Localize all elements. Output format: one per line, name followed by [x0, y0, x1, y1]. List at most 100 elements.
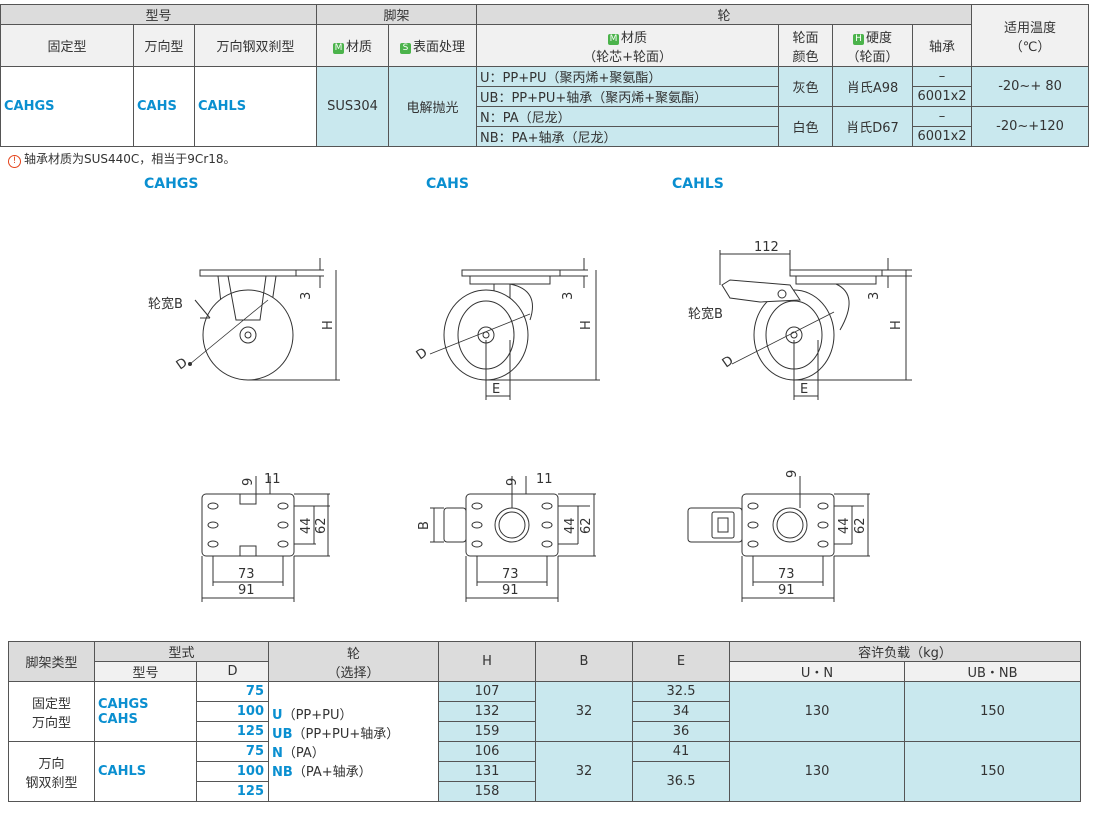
wheel-header: 轮 [476, 4, 973, 25]
label-3-c: 3 [867, 292, 882, 300]
material-badge-icon: M [333, 43, 344, 54]
h-106: 106 [438, 741, 537, 762]
frame-surface-value: 电解抛光 [388, 66, 478, 147]
bearing-n: – [912, 106, 973, 127]
bearing-note: !轴承材质为SUS440C，相当于9Cr18。 [8, 150, 236, 168]
label-44-b: 44 [563, 517, 578, 534]
caption-cahls: CAHLS [672, 176, 724, 192]
model-cahgs: CAHGS [0, 66, 134, 147]
frame-material-value: SUS304 [316, 66, 390, 147]
label-3-b: 3 [561, 292, 576, 300]
caption-cahs: CAHS [426, 176, 469, 192]
load-ubnb-header: UB・NB [904, 661, 1082, 682]
d-75-b: 75 [195, 741, 270, 762]
label-91-a: 91 [238, 583, 255, 598]
cahgs-top-view [201, 476, 330, 602]
label-44-c: 44 [837, 517, 852, 534]
dimension-table: 脚架类型 型式 轮（选择） H B E 容许负载（kg） 型号 D U・N UB… [8, 641, 1082, 802]
e-32-5: 32.5 [632, 681, 731, 702]
e-41: 41 [632, 741, 731, 762]
h-159: 159 [438, 721, 537, 742]
h-132: 132 [438, 701, 537, 722]
label-62-c: 62 [853, 517, 868, 534]
label-wheel-width-a: 轮宽B [148, 296, 183, 312]
label-h-a: H [321, 320, 336, 330]
cahs-side-view [429, 258, 600, 400]
tread-color-header: 轮面颜色 [778, 24, 834, 67]
bearing-ub: 6001x2 [912, 86, 973, 107]
model-cahls: CAHLS [193, 66, 318, 147]
form-header: 型式 [93, 641, 270, 662]
label-9-c: 9 [785, 470, 800, 478]
wheel-material-badge-icon: M [608, 33, 620, 45]
wheel-material-nb: NB：PA+轴承（尼龙） [476, 126, 780, 147]
label-wheel-width-c: 轮宽B [688, 306, 723, 322]
b-32-a: 32 [535, 681, 634, 742]
caster-drawings: 轮宽B D 3 H D 3 H E [148, 240, 912, 602]
label-d-c: D [720, 353, 737, 371]
label-11-a: 11 [264, 472, 281, 487]
label-9-b: 9 [505, 478, 520, 486]
load-un-a: 130 [729, 681, 906, 742]
load-un-b: 130 [729, 741, 906, 802]
label-91-b: 91 [502, 583, 519, 598]
label-62-a: 62 [314, 517, 329, 534]
label-9-a: 9 [241, 478, 256, 486]
load-ubnb-a: 150 [904, 681, 1082, 742]
model-subheader: 型号 [94, 661, 197, 682]
label-73-c: 73 [778, 567, 795, 582]
label-62-b: 62 [579, 517, 594, 534]
d-125-a: 125 [195, 721, 270, 742]
load-header: 容许负载（kg） [729, 641, 1082, 662]
tread-color-white: 白色 [778, 106, 834, 147]
label-d-b: D [414, 345, 431, 363]
e-36-5: 36.5 [632, 761, 731, 802]
hardness-badge-icon: H [853, 33, 865, 45]
frame-header: 脚架 [316, 4, 478, 25]
d-100-a: 100 [195, 701, 270, 722]
label-91-c: 91 [778, 583, 795, 598]
hardness-d67: 肖氏D67 [832, 106, 914, 147]
label-b-b: B [417, 521, 432, 530]
bearing-nb: 6001x2 [912, 126, 973, 147]
load-un-header: U・N [729, 661, 906, 682]
b-32-b: 32 [535, 741, 634, 802]
h-107: 107 [438, 681, 537, 702]
label-h-c: H [889, 320, 904, 330]
hardness-a98: 肖氏A98 [832, 66, 914, 107]
wheel-options: U（PP+PU） UB（PP+PU+轴承） N（PA） NB（PA+轴承） [268, 681, 440, 802]
e-34: 34 [632, 701, 731, 722]
surface-badge-icon: S [400, 43, 412, 54]
cahls-side-view [719, 250, 912, 400]
cahs-top-view [430, 476, 596, 602]
label-73-b: 73 [502, 567, 519, 582]
warning-icon: ! [8, 155, 21, 168]
e-36: 36 [632, 721, 731, 742]
d-125-b: 125 [195, 781, 270, 802]
e-header: E [632, 641, 731, 682]
caption-cahgs: CAHGS [144, 176, 199, 192]
swivel-brake-type-header: 万向钢双刹型 [193, 24, 318, 67]
bearing-header: 轴承 [912, 24, 973, 67]
wheel-material-n: N：PA（尼龙） [476, 106, 780, 127]
temp-range-n: -20~+120 [971, 106, 1090, 147]
label-112: 112 [754, 240, 779, 255]
d-100-b: 100 [195, 761, 270, 782]
label-e-b: E [492, 382, 500, 397]
label-11-b: 11 [536, 472, 553, 487]
frame-type-fixed-swivel: 固定型万向型 [8, 681, 95, 742]
frame-type-header: 脚架类型 [8, 641, 95, 682]
d-subheader: D [195, 661, 270, 682]
label-d-a: D [174, 355, 191, 373]
cahls-top-view [687, 476, 870, 602]
label-3-a: 3 [299, 292, 314, 300]
b-header: B [535, 641, 634, 682]
label-h-b: H [579, 320, 594, 330]
tread-color-gray: 灰色 [778, 66, 834, 107]
wheel-select-header: 轮（选择） [268, 641, 440, 682]
wheel-material-u: U：PP+PU（聚丙烯+聚氨酯） [476, 66, 780, 87]
